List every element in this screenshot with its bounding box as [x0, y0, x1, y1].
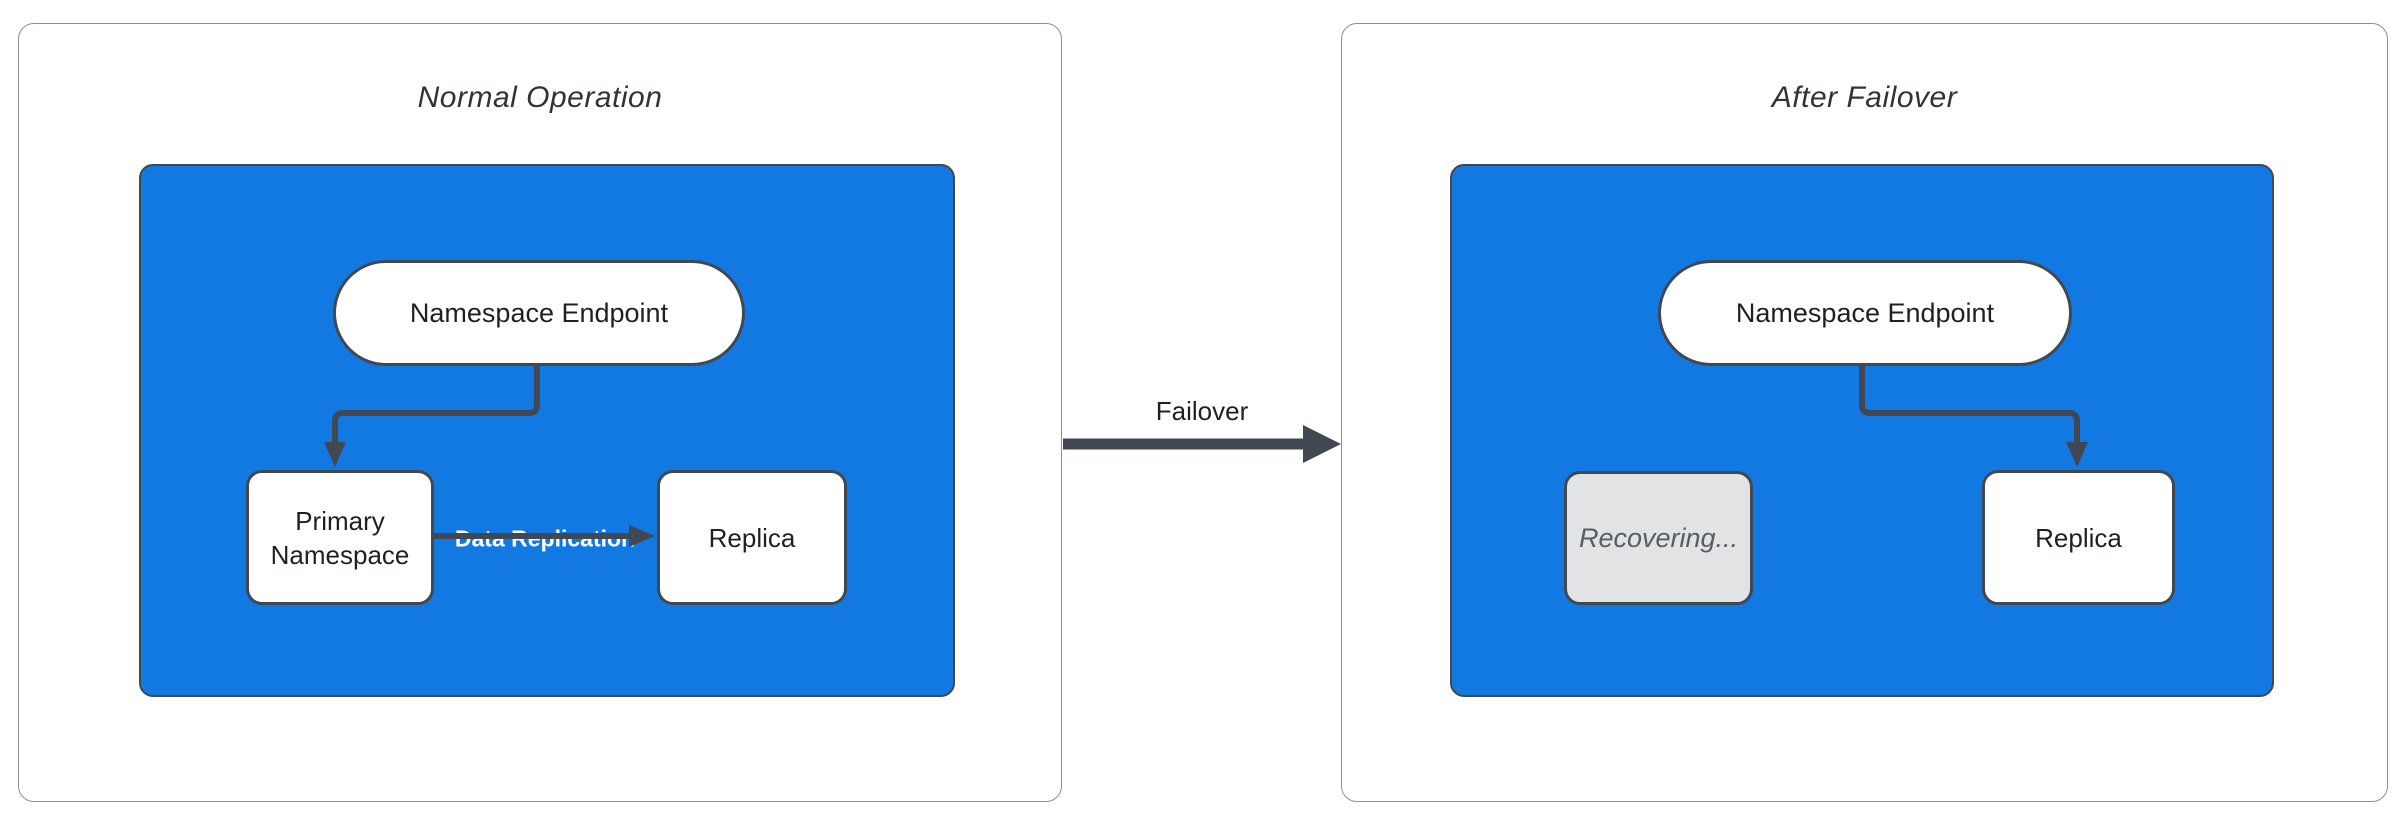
panel-after-failover: After Failover Namespace Endpoint Recove…: [1341, 23, 2388, 802]
cluster-box-normal: Namespace Endpoint Primary Namespace Rep…: [139, 164, 955, 697]
node-replica: Replica: [657, 470, 847, 605]
node-primary-namespace: Primary Namespace: [246, 470, 434, 605]
node-label: Recovering...: [1578, 523, 1739, 553]
node-recovering: Recovering...: [1564, 471, 1753, 605]
node-label: Replica: [708, 522, 796, 553]
arrow-failover: [1063, 425, 1341, 463]
cluster-box-failover: Namespace Endpoint Recovering... Replica: [1450, 164, 2274, 697]
node-label: Replica: [2035, 522, 2122, 553]
panel-title-after-failover: After Failover: [1771, 81, 1958, 114]
node-label: Namespace Endpoint: [1735, 297, 1995, 328]
node-replica: Replica: [1982, 470, 2175, 605]
edge-label-failover: Failover: [1155, 396, 1249, 426]
node-label: Primary Namespace: [270, 505, 410, 570]
panel-title-normal-operation: Normal Operation: [417, 81, 663, 114]
node-namespace-endpoint: Namespace Endpoint: [333, 260, 745, 366]
panel-normal-operation: Normal Operation Namespace Endpoint Prim…: [18, 23, 1062, 802]
node-label: Namespace Endpoint: [409, 297, 669, 328]
edge-label-data-replication: Data Replication: [447, 522, 643, 556]
node-namespace-endpoint: Namespace Endpoint: [1658, 260, 2072, 366]
